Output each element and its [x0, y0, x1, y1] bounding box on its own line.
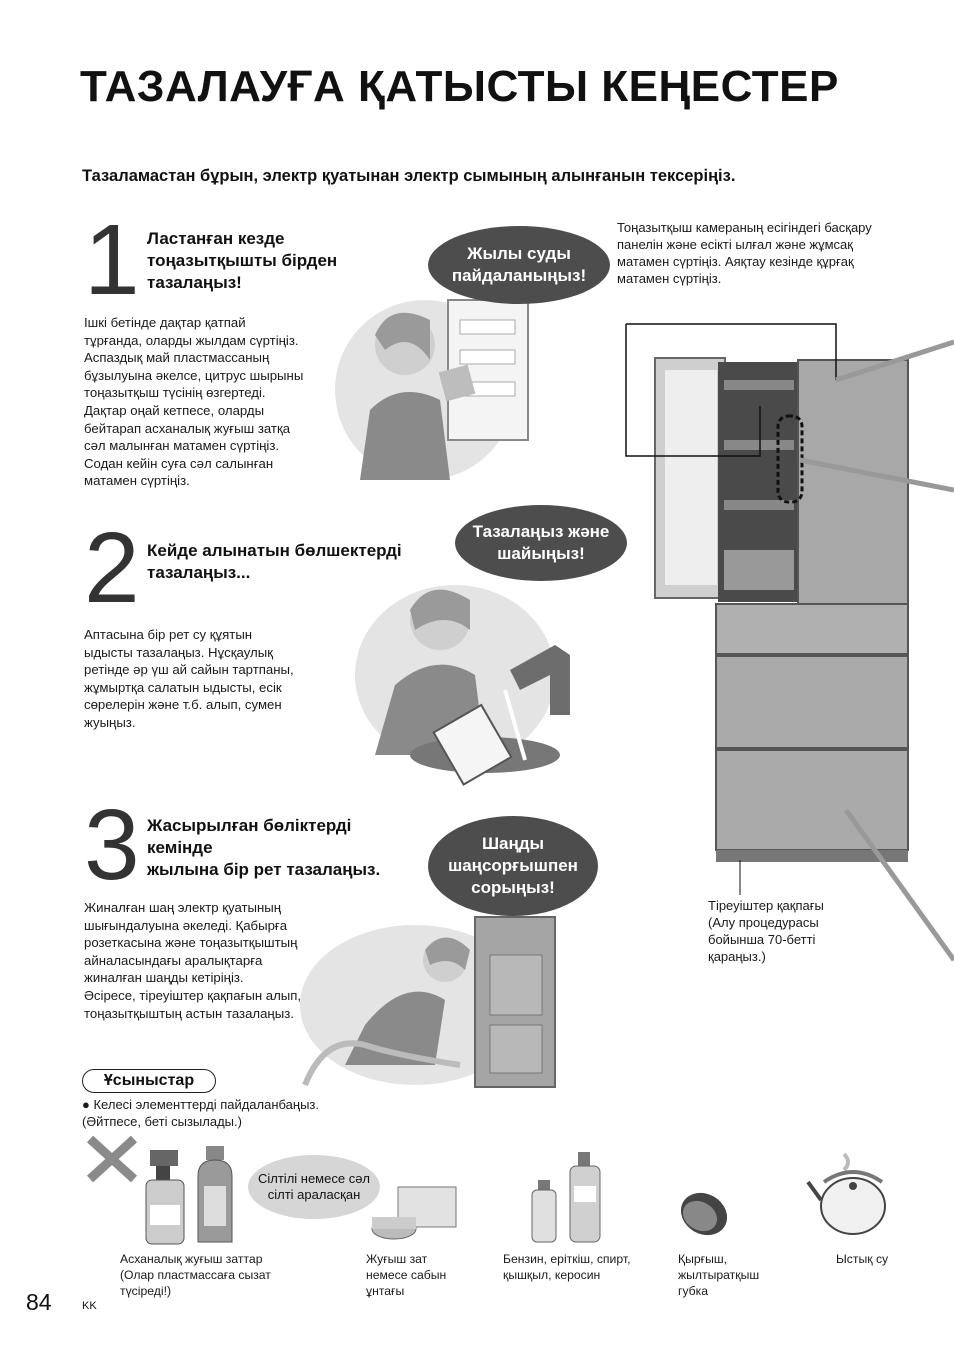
- tip-item-caption: Асханалық жуғыш заттар (Олар пластмассағ…: [120, 1252, 271, 1298]
- tips-label: Ұсыныстар: [82, 1069, 216, 1093]
- step-heading: Ластанған кезде тоңазытқышты бірден таза…: [147, 229, 338, 292]
- solvent-bottles-icon: [531, 1152, 601, 1243]
- fridge-illustration: [625, 323, 954, 962]
- kettle-icon: [806, 1152, 886, 1235]
- cross-icon: [86, 1135, 138, 1183]
- tip-item-caption: Бензин, еріткіш, спирт, қышқыл, керосин: [503, 1252, 631, 1282]
- step-number: 1: [84, 204, 140, 316]
- detergent-bottle-icon: [197, 1146, 233, 1243]
- step-body: Аптасына бір рет су құятын ыдысты тазала…: [84, 627, 294, 730]
- language-code: KK: [82, 1300, 97, 1312]
- step-number: 2: [84, 512, 140, 624]
- page-number: 84: [26, 1289, 52, 1315]
- step-number: 3: [84, 789, 140, 901]
- step-body: Ішкі бетінде дақтар қатпай тұрғанда, ола…: [84, 315, 304, 489]
- page-title: ТАЗАЛАУҒА ҚАТЫСТЫ КЕҢЕСТЕР: [80, 62, 839, 111]
- page-subtitle: Тазаламастан бұрын, электр қуатынан элек…: [82, 167, 736, 185]
- tips-bullet: ● Келесі элементтерді пайдаланбаңыз. (Әй…: [82, 1097, 320, 1129]
- powder-detergent-icon: [371, 1186, 457, 1240]
- bullet-icon: ●: [82, 1097, 90, 1112]
- tip-item-caption: Қырғыш, жылтыратқыш губка: [678, 1252, 760, 1298]
- tip-item-caption: Жуғыш зат немесе сабын ұнтағы: [366, 1252, 447, 1298]
- tip-item-caption: Ыстық су: [836, 1252, 889, 1266]
- step-body: Жиналған шаң электр қуатының шығындалуын…: [84, 900, 302, 1021]
- scrub-sponge-icon: [680, 1192, 728, 1236]
- step2-illustration: [355, 585, 570, 786]
- step3-illustration: [300, 916, 556, 1088]
- step-heading: Жасырылған бөліктерді кемінде жылына бір…: [147, 816, 381, 879]
- step-heading: Кейде алынатын бөлшектерді тазалаңыз...: [147, 541, 402, 582]
- step1-illustration: [335, 299, 529, 480]
- fridge-control-panel-note: Тоңазытқыш камераның есігіндегі басқару …: [617, 220, 872, 286]
- spray-bottle-icon: [145, 1150, 185, 1245]
- support-cover-note: Тіреуіштер қақпағы (Алу процедурасы бойы…: [708, 898, 824, 964]
